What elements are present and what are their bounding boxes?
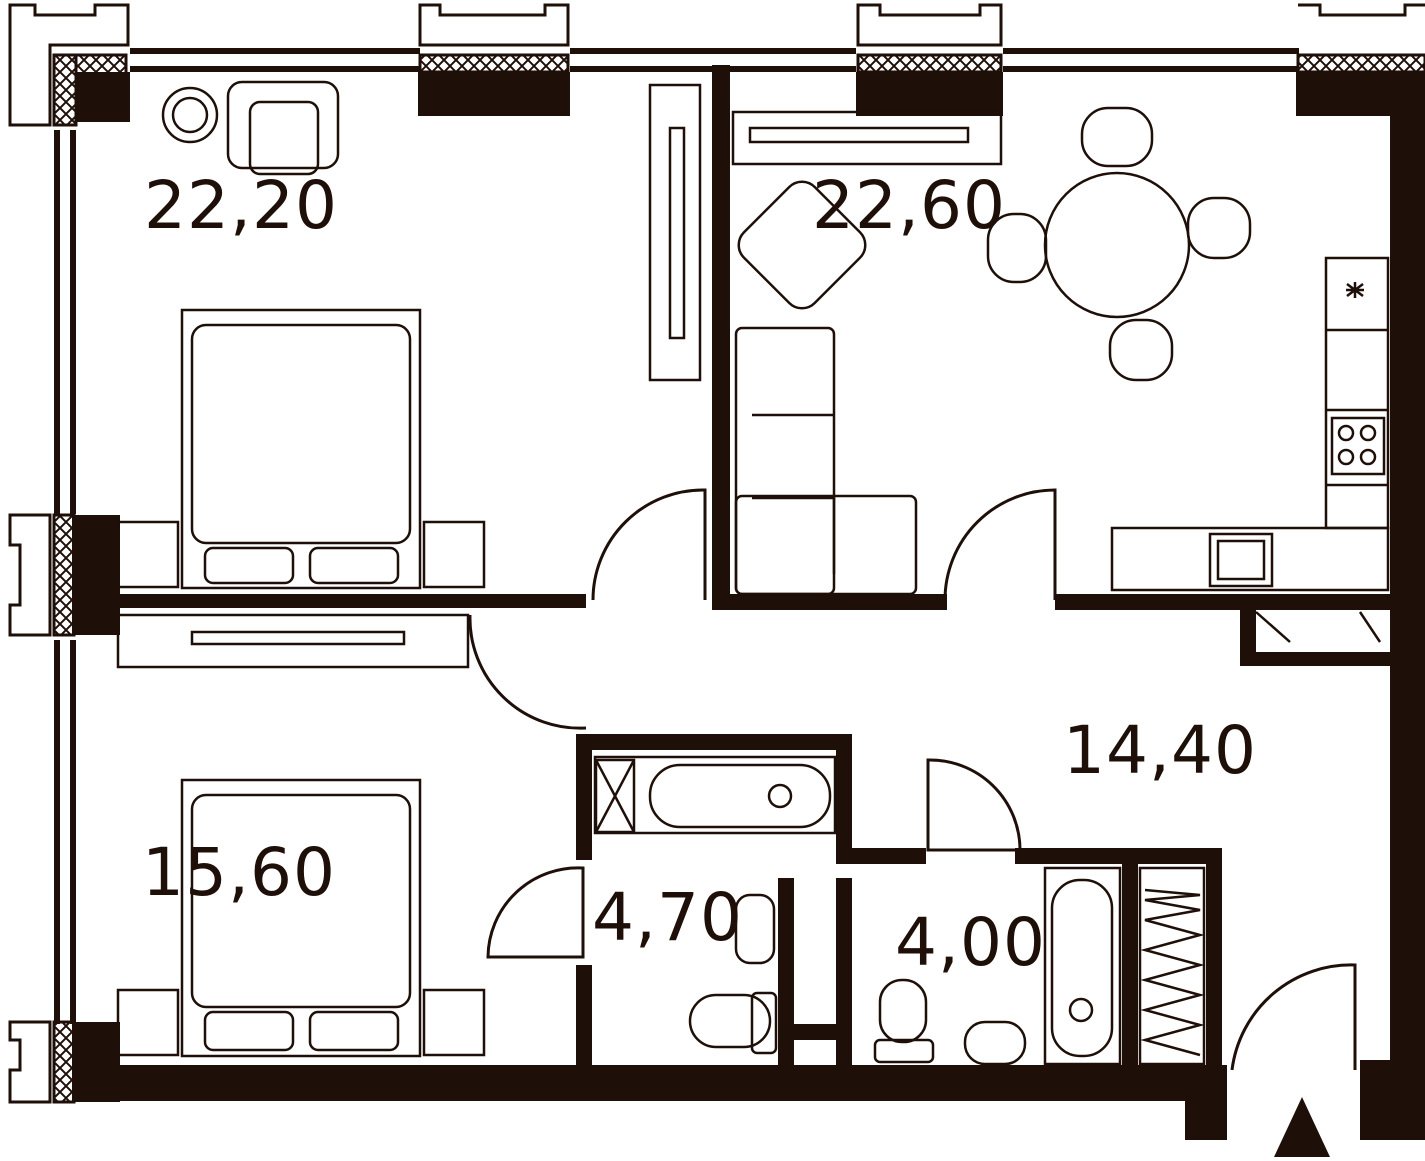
triangle-up-icon xyxy=(1274,1097,1330,1157)
doors xyxy=(468,488,1357,1071)
room-area-hall: 14,40 xyxy=(1063,712,1257,789)
walls xyxy=(54,48,1425,1140)
room-area-bedroom-2: 15,60 xyxy=(142,834,336,911)
window-frames xyxy=(8,3,1425,1104)
room-area-bedroom-1: 22,20 xyxy=(144,167,338,244)
room-area-living-kitchen: 22,60 xyxy=(812,167,1006,244)
window-columns xyxy=(52,53,1425,1104)
room-area-bathroom-2: 4,00 xyxy=(895,904,1046,981)
room-area-bathroom-1: 4,70 xyxy=(592,879,743,956)
furniture xyxy=(116,80,1390,1066)
